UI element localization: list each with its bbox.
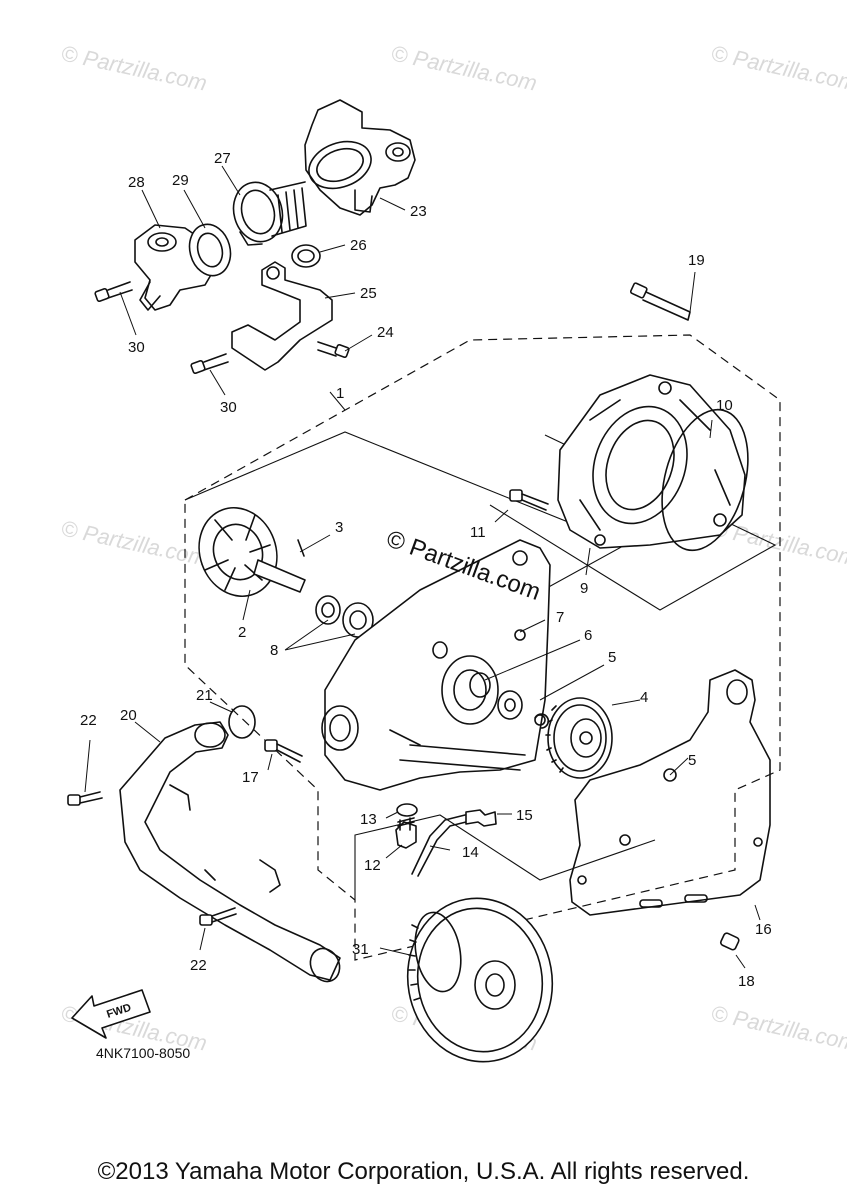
- callout-21: 21: [196, 687, 213, 704]
- callout-17: 17: [242, 769, 259, 786]
- watermark-top-right: © Partzilla.com: [709, 40, 847, 95]
- impeller-2: [198, 506, 306, 598]
- bolt-12: [395, 817, 417, 849]
- callout-16: 16: [755, 921, 772, 938]
- callout-5-upper: 5: [608, 649, 616, 666]
- callout-3: 3: [335, 519, 343, 536]
- callout-31: 31: [352, 941, 369, 958]
- callout-30-upper: 30: [128, 339, 145, 356]
- circlip-5-upper: [534, 713, 550, 729]
- fitting-15: [465, 809, 497, 827]
- bolt-22-upper: [67, 791, 103, 806]
- callout-14: 14: [462, 844, 479, 861]
- watermark-bottom-right: © Partzilla.com: [709, 1000, 847, 1055]
- bolt-17: [264, 739, 303, 763]
- pipe-20: [119, 721, 341, 983]
- callout-23: 23: [410, 203, 427, 220]
- callout-29: 29: [172, 172, 189, 189]
- leader-lines: [84, 165, 761, 969]
- watermark-mid-left: © Partzilla.com: [59, 515, 209, 570]
- bolt-24: [317, 341, 350, 358]
- callout-24: 24: [377, 324, 394, 341]
- bracket-25: [231, 261, 333, 371]
- seal-8-a: [315, 595, 341, 625]
- callout-12: 12: [364, 857, 381, 874]
- gasket-29: [188, 223, 232, 277]
- copyright-notice: ©2013 Yamaha Motor Corporation, U.S.A. A…: [97, 1158, 750, 1185]
- fwd-arrow-icon: FWD: [71, 989, 151, 1039]
- callout-6: 6: [584, 627, 592, 644]
- assembly-outline: [184, 334, 781, 961]
- callout-15: 15: [516, 807, 533, 824]
- seal-8-b: [342, 602, 374, 638]
- parts-diagram: © Partzilla.com © Partzilla.com © Partzi…: [59, 40, 847, 1063]
- dowel-18: [719, 932, 740, 951]
- callout-18: 18: [738, 973, 755, 990]
- bolt-30-lower: [190, 353, 229, 374]
- bolt-19: [629, 282, 691, 321]
- bolt-11: [509, 489, 549, 511]
- callout-11: 11: [470, 524, 486, 541]
- callout-30-lower: 30: [220, 399, 237, 416]
- callout-8: 8: [270, 642, 278, 659]
- callout-25: 25: [360, 285, 377, 302]
- watermark-top-center: © Partzilla.com: [389, 40, 539, 95]
- washer-13: [396, 803, 418, 817]
- diagram-code: 4NK7100-8050: [96, 1045, 190, 1061]
- gasket-10: [661, 408, 749, 552]
- hose-14: [411, 814, 467, 877]
- thermostat-housing-23: [304, 99, 416, 216]
- callout-10: 10: [716, 397, 733, 414]
- callout-13: 13: [360, 811, 377, 828]
- callout-9: 9: [580, 580, 588, 597]
- gear-31: [406, 897, 554, 1063]
- assembly-bracket-lower: [354, 814, 656, 900]
- gasket-16: [569, 669, 771, 916]
- callout-labels: 28 29 27 23 26 25 24 30 30 19 1 10 3 11 …: [80, 150, 772, 990]
- callout-27: 27: [214, 150, 231, 167]
- callout-4: 4: [640, 689, 648, 706]
- bolt-30-upper: [94, 281, 133, 302]
- callout-7: 7: [556, 609, 564, 626]
- pump-cover-9: [557, 374, 746, 549]
- callout-19: 19: [688, 252, 705, 269]
- callout-20: 20: [120, 707, 137, 724]
- callout-2: 2: [238, 624, 246, 641]
- callout-22-upper: 22: [80, 712, 97, 729]
- pump-housing: [321, 539, 551, 791]
- watermark-top-left: © Partzilla.com: [59, 40, 209, 95]
- bolt-22-lower: [199, 907, 237, 926]
- callout-22-lower: 22: [190, 957, 207, 974]
- callout-5-lower: 5: [688, 752, 696, 769]
- o-ring-21: [228, 705, 256, 739]
- pin-3: [297, 539, 305, 557]
- assembly-bracket-upper: [184, 431, 627, 601]
- thermostat-27: [232, 181, 307, 246]
- callout-28: 28: [128, 174, 145, 191]
- gear-4: [545, 697, 613, 779]
- gasket-26: [291, 244, 321, 268]
- callout-1: 1: [336, 385, 344, 402]
- callout-26: 26: [350, 237, 367, 254]
